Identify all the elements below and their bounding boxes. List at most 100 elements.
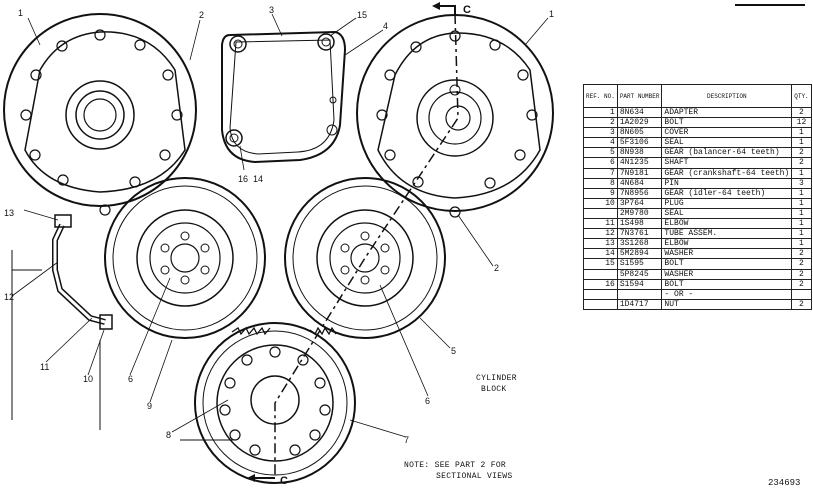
callout-4: 4 — [383, 21, 388, 31]
row-qty: 2 — [791, 298, 812, 310]
row-ref: 7 — [583, 167, 618, 179]
row-ref — [583, 268, 618, 280]
row-description: WASHER — [661, 268, 793, 280]
row-ref: 12 — [583, 228, 618, 240]
row-part-number: S1595 — [616, 258, 663, 270]
row-description: - OR - — [661, 288, 793, 300]
row-qty: 2 — [791, 157, 812, 169]
row-description: COVER — [661, 127, 793, 139]
row-qty: 1 — [791, 238, 812, 250]
row-description: TUBE ASSEM. — [661, 228, 793, 240]
row-description: GEAR (balancer-64 teeth) — [661, 147, 793, 159]
drawing-number: 234693 — [768, 478, 801, 488]
row-ref: 15 — [583, 258, 618, 270]
row-qty: 2 — [791, 106, 812, 119]
callout-6-right: 6 — [425, 396, 430, 406]
row-qty: 3 — [791, 177, 812, 189]
section-line — [247, 2, 459, 482]
right-adapter-plate — [356, 14, 554, 218]
row-description: GEAR (idler-64 teeth) — [661, 187, 793, 199]
row-part-number: 8N634 — [616, 106, 663, 119]
row-part-number: 3P764 — [616, 197, 663, 209]
header-part-number: PART NUMBER — [616, 84, 663, 108]
row-qty — [791, 288, 812, 300]
row-description: PLUG — [661, 197, 793, 209]
row-ref: 13 — [583, 238, 618, 250]
note-line1: NOTE: SEE PART 2 FOR — [404, 461, 506, 470]
row-qty: 1 — [791, 218, 812, 230]
row-description: SHAFT — [661, 157, 793, 169]
row-ref: 14 — [583, 248, 618, 260]
row-ref: 6 — [583, 157, 618, 169]
left-adapter-plate — [3, 13, 197, 216]
table-row: - OR - — [583, 288, 812, 300]
crankshaft-gear — [194, 322, 356, 484]
row-ref — [583, 298, 618, 310]
row-part-number: 5P8245 — [616, 268, 663, 280]
row-qty: 2 — [791, 258, 812, 270]
row-part-number: 7N9181 — [616, 167, 663, 179]
row-part-number: 4N684 — [616, 177, 663, 189]
row-qty: 1 — [791, 197, 812, 209]
row-description: ADAPTER — [661, 106, 793, 119]
header-qty: QTY. — [791, 84, 812, 108]
left-balancer-gear — [104, 177, 266, 339]
row-ref — [583, 207, 618, 220]
callout-15: 15 — [357, 10, 367, 20]
row-description: ELBOW — [661, 238, 793, 250]
row-ref: 16 — [583, 278, 618, 290]
callout-2-right: 2 — [494, 263, 499, 273]
leader-lines — [11, 13, 549, 438]
row-qty: 12 — [791, 117, 812, 129]
cylinder-block-label-line1: CYLINDER — [476, 374, 517, 383]
row-part-number: 7N3761 — [616, 228, 663, 240]
header-description: DESCRIPTION — [661, 84, 793, 108]
row-description: BOLT — [661, 258, 793, 270]
front-cover — [221, 30, 347, 164]
row-part-number: 2M9780 — [616, 207, 663, 220]
tube-assembly — [11, 214, 235, 441]
row-part-number: 8N605 — [616, 127, 663, 139]
row-description: SEAL — [661, 207, 793, 220]
row-description: GEAR (crankshaft-64 teeth) — [661, 167, 793, 179]
row-qty: 2 — [791, 278, 812, 290]
callout-10: 10 — [83, 374, 93, 384]
row-qty: 1 — [791, 207, 812, 220]
section-marker-top: C — [463, 4, 471, 16]
callout-16: 16 — [238, 174, 248, 184]
callout-6-left: 6 — [128, 374, 133, 384]
callout-13: 13 — [4, 208, 14, 218]
row-part-number: 5F3106 — [616, 137, 663, 149]
callout-12: 12 — [4, 292, 14, 302]
section-marker-bottom: C — [280, 475, 288, 487]
row-qty: 1 — [791, 137, 812, 149]
row-ref: 4 — [583, 137, 618, 149]
callout-1-right: 1 — [549, 9, 554, 19]
row-qty: 1 — [791, 167, 812, 179]
callout-5-right: 5 — [451, 346, 456, 356]
row-ref — [583, 288, 618, 300]
cylinder-block-label-line2: BLOCK — [481, 385, 507, 394]
callout-3: 3 — [269, 5, 274, 15]
row-qty: 1 — [791, 187, 812, 199]
row-description: BOLT — [661, 117, 793, 129]
row-part-number: 5M2894 — [616, 248, 663, 260]
row-ref: 8 — [583, 177, 618, 189]
row-part-number: 7N8956 — [616, 187, 663, 199]
row-description: SEAL — [661, 137, 793, 149]
row-qty: 1 — [791, 127, 812, 139]
